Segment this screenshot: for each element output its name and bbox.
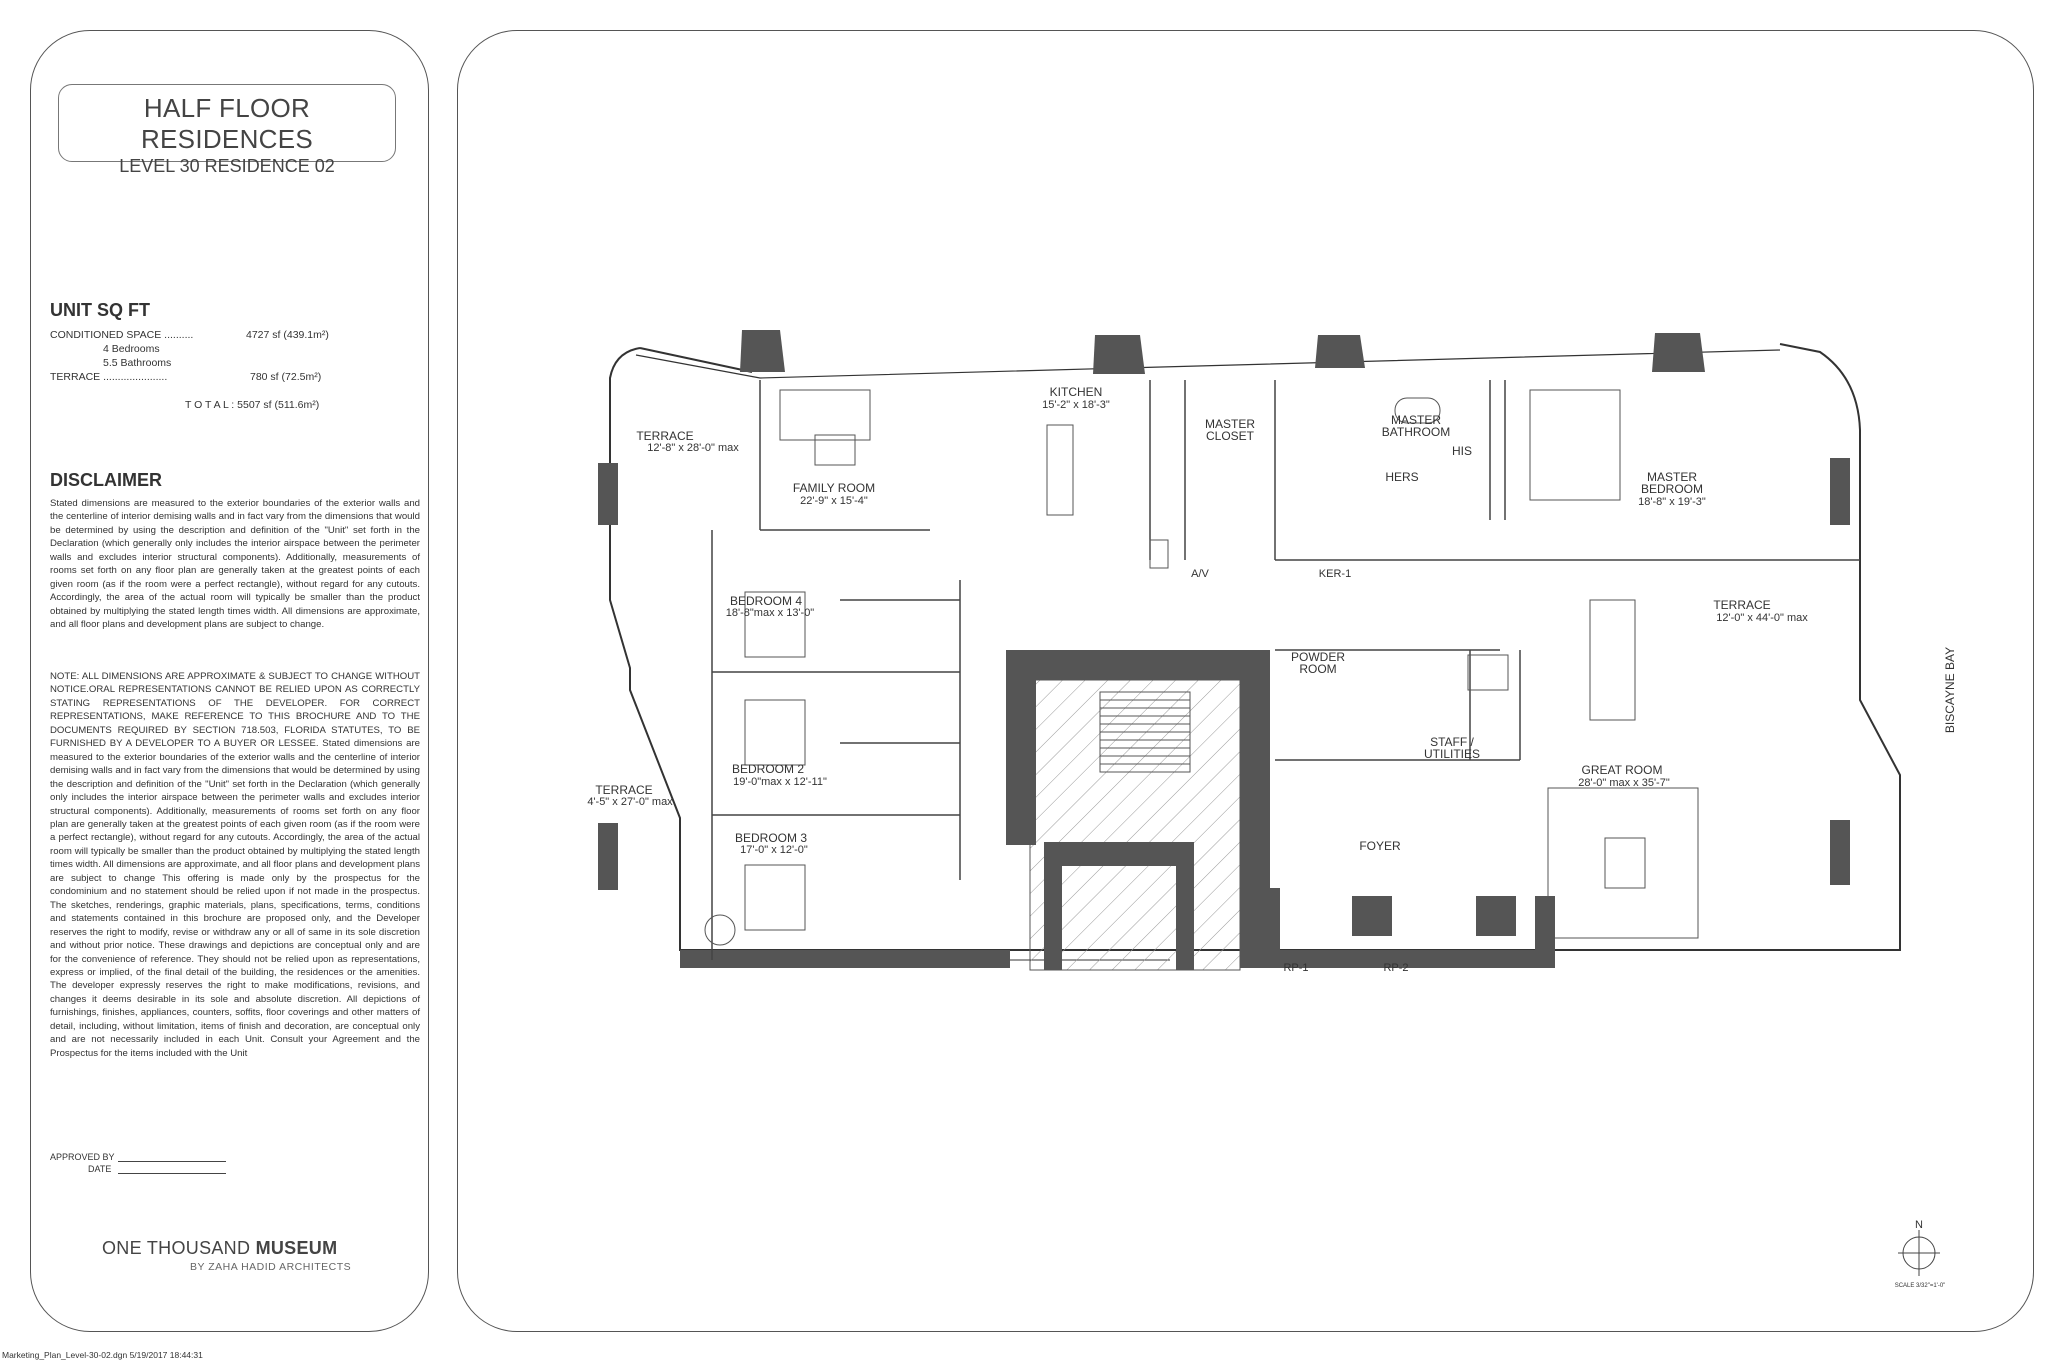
room-label-staff-2: UTILITIES — [1424, 747, 1480, 761]
disclaimer-paragraph-1: Stated dimensions are measured to the ex… — [50, 498, 420, 631]
room-dim-bedroom2: 19'-0"max x 12'-11" — [733, 776, 827, 788]
room-dim-bedroom3: 17'-0" x 12'-0" — [740, 844, 808, 856]
room-label-master-closet-2: CLOSET — [1206, 429, 1255, 443]
room-label-master-bath-1: MASTER — [1391, 413, 1441, 427]
room-label-terrace-w: TERRACE — [595, 783, 652, 797]
brand-byline: BY ZAHA HADID ARCHITECTS — [190, 1261, 352, 1273]
date-line — [118, 1173, 226, 1174]
disclaimer-paragraph-2: NOTE: ALL DIMENSIONS ARE APPROXIMATE & S… — [50, 671, 420, 1059]
file-footer: Marketing_Plan_Level-30-02.dgn 5/19/2017… — [2, 1350, 203, 1360]
terrace-label: TERRACE ...................... — [50, 371, 168, 383]
terrace-value: 780 sf (72.5m²) — [250, 371, 322, 383]
compass: N SCALE 3/32"=1'-0" — [1895, 1219, 1946, 1289]
room-label-rp2: RP-2 — [1383, 962, 1408, 974]
room-labels: TERRACE 12'-8" x 28'-0" max FAMILY ROOM … — [587, 385, 1808, 974]
room-dim-family-room: 22'-9" x 15'-4" — [800, 495, 868, 507]
room-dim-master-bedroom: 18'-8" x 19'-3" — [1638, 496, 1706, 508]
room-dim-terrace-e: 12'-0" x 44'-0" max — [1716, 612, 1808, 624]
room-label-terrace-nw: TERRACE — [636, 429, 693, 443]
room-label-his: HIS — [1452, 444, 1472, 458]
room-label-bedroom4: BEDROOM 4 — [730, 594, 802, 608]
room-label-master-bedroom-1: MASTER — [1647, 470, 1697, 484]
room-label-ker1: KER-1 — [1319, 568, 1351, 580]
bedrooms-count: 4 Bedrooms — [103, 343, 160, 355]
room-dim-terrace-w: 4'-5" x 27'-0" max — [587, 796, 673, 808]
brand-logo: ONE THOUSAND MUSEUM — [102, 1238, 337, 1259]
room-label-master-bedroom-2: BEDROOM — [1641, 482, 1703, 496]
brand-name-bold: MUSEUM — [255, 1238, 338, 1258]
plan-title: HALF FLOOR RESIDENCES — [140, 93, 314, 154]
room-label-bedroom3: BEDROOM 3 — [735, 831, 807, 845]
room-label-family-room: FAMILY ROOM — [793, 481, 875, 495]
scale-label: SCALE 3/32"=1'-0" — [1895, 1283, 1946, 1289]
date-label: DATE — [88, 1164, 112, 1174]
info-panel — [30, 30, 429, 1332]
conditioned-space-value: 4727 sf (439.1m²) — [246, 329, 329, 341]
side-label-biscayne-bay: BISCAYNE BAY — [1943, 647, 1957, 733]
bathrooms-count: 5.5 Bathrooms — [103, 357, 172, 369]
room-label-av: A/V — [1191, 568, 1209, 580]
room-label-powder-2: ROOM — [1299, 662, 1336, 676]
room-dim-kitchen: 15'-2" x 18'-3" — [1042, 399, 1110, 411]
room-label-hers: HERS — [1385, 470, 1418, 484]
approved-by-line — [118, 1161, 226, 1162]
interior-walls — [711, 380, 1860, 960]
building-core — [1029, 679, 1241, 971]
total-area: T O T A L : 5507 sf (511.6m²) — [185, 399, 320, 411]
stairs — [1099, 691, 1191, 773]
conditioned-space-label: CONDITIONED SPACE .......... — [50, 329, 194, 341]
brand-name-light: ONE THOUSAND — [102, 1238, 256, 1258]
disclaimer-heading: DISCLAIMER — [50, 470, 162, 490]
room-label-powder-1: POWDER — [1291, 650, 1345, 664]
unit-sqft-heading: UNIT SQ FT — [50, 300, 150, 320]
room-label-terrace-e: TERRACE — [1713, 598, 1770, 612]
room-dim-terrace-nw: 12'-8" x 28'-0" max — [647, 442, 739, 454]
room-dim-great-room: 28'-0" max x 35'-7" — [1578, 777, 1670, 789]
columns — [598, 330, 1850, 890]
room-label-staff-1: STAFF / — [1430, 735, 1474, 749]
approved-by-label: APPROVED BY — [50, 1152, 115, 1162]
room-label-kitchen: KITCHEN — [1050, 385, 1103, 399]
room-label-great-room: GREAT ROOM — [1582, 763, 1663, 777]
room-label-rp1: RP-1 — [1283, 962, 1308, 974]
room-label-master-bath-2: BATHROOM — [1382, 425, 1450, 439]
room-dim-bedroom4: 18'-8"max x 13'-0" — [726, 607, 815, 619]
structural-walls — [680, 650, 1555, 970]
furniture — [704, 389, 1699, 946]
room-label-foyer: FOYER — [1359, 839, 1401, 853]
title-block: HALF FLOOR RESIDENCES LEVEL 30 RESIDENCE… — [58, 84, 396, 176]
compass-north-label: N — [1915, 1219, 1923, 1231]
room-label-bedroom2: BEDROOM 2 — [732, 762, 804, 776]
plan-subtitle: LEVEL 30 RESIDENCE 02 — [119, 156, 335, 176]
room-label-master-closet-1: MASTER — [1205, 417, 1255, 431]
